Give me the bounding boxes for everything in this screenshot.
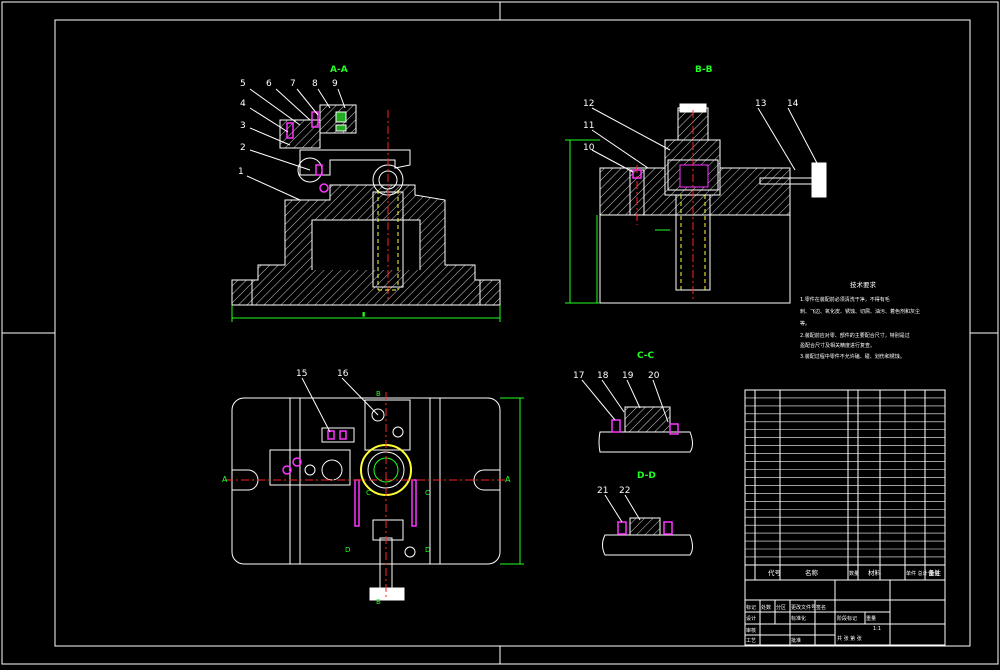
part-label-11: 11: [583, 121, 594, 131]
section-label-dd: D-D: [637, 471, 656, 481]
tech-req-line-6: 3.装配过程中零件不允许磕、碰、划伤和锈蚀。: [800, 353, 905, 360]
cut-marker-d-right: D: [425, 546, 430, 554]
technical-requirements: 技术要求 1.零件在装配前必须清洗干净，不得有毛 刺、飞边、氧化皮、锈蚀、切屑、…: [800, 280, 920, 360]
tech-req-line-3: 等。: [800, 320, 810, 327]
part-label-4: 4: [240, 99, 246, 109]
cut-marker-b-bottom: B: [376, 598, 381, 606]
tb-scale-value: 1:1: [873, 626, 881, 632]
part-label-6: 6: [266, 79, 272, 89]
bom-header-notes: 备注: [928, 568, 942, 577]
tech-req-line-5: 盈配合尺寸及相关精度进行复查。: [800, 342, 875, 349]
cut-marker-a-left: A: [222, 475, 228, 484]
section-label-cc: C-C: [637, 351, 655, 361]
tech-req-line-4: 2.装配前应对零、部件的主要配合尺寸，特别是过: [800, 332, 910, 339]
dim-aa-width: ▮: [362, 311, 365, 318]
tech-req-line-2: 刺、飞边、氧化皮、锈蚀、切屑、油污、着色剂和灰尘: [800, 308, 920, 315]
cut-marker-c-right: C: [425, 489, 430, 497]
part-label-8: 8: [312, 79, 318, 89]
tb-count: 处数: [761, 604, 771, 611]
section-label-aa: A-A: [330, 65, 348, 75]
tb-doc: 更改文件号: [791, 604, 816, 611]
part-label-15: 15: [296, 369, 307, 379]
tb-std: 标准化: [791, 615, 806, 622]
tb-review: 审核: [746, 627, 756, 634]
bom-header-code: 代号: [768, 568, 782, 577]
part-label-18: 18: [597, 371, 609, 381]
tb-process: 工艺: [746, 638, 756, 644]
cut-marker-a-right: A: [505, 475, 511, 484]
tb-zone: 分区: [776, 604, 786, 611]
bom-rows: [745, 389, 945, 558]
tb-stage: 阶段标记: [837, 615, 857, 622]
part-label-1: 1: [238, 167, 244, 177]
tb-approve: 批准: [791, 637, 801, 644]
cut-marker-d-left: D: [345, 546, 350, 554]
section-label-bb: B-B: [695, 65, 713, 75]
part-label-14: 14: [787, 99, 799, 109]
part-label-5: 5: [240, 79, 246, 89]
part-label-13: 13: [755, 99, 766, 109]
part-label-22: 22: [619, 486, 630, 496]
part-label-19: 19: [622, 371, 634, 381]
part-label-21: 21: [597, 486, 608, 496]
part-label-3: 3: [240, 121, 246, 131]
plan-view: A A B B C C D D 15 16: [222, 369, 524, 606]
bom-header-material: 材料: [868, 568, 882, 577]
tech-req-line-1: 1.零件在装配前必须清洗干净，不得有毛: [800, 296, 890, 303]
part-label-10: 10: [583, 143, 595, 153]
section-view-aa: A-A ▮: [231, 65, 501, 322]
part-label-12: 12: [583, 99, 594, 109]
tech-req-title: 技术要求: [850, 280, 877, 289]
tb-sign: 签名: [816, 604, 826, 611]
bom-header-name: 名称: [805, 568, 819, 577]
part-label-20: 20: [648, 371, 660, 381]
section-view-dd: D-D 21 22: [597, 471, 693, 556]
tb-weight: 重量: [866, 615, 876, 622]
part-label-16: 16: [337, 369, 349, 379]
tb-mark: 标记: [746, 604, 756, 611]
part-label-9: 9: [332, 79, 338, 89]
section-view-cc: C-C 17 18 19 20: [573, 351, 693, 453]
part-label-17: 17: [573, 371, 584, 381]
tb-sheets: 共 张 第 张: [837, 635, 862, 642]
cut-marker-b-top: B: [376, 390, 381, 398]
cut-marker-c-left: C: [366, 489, 371, 497]
bom-header-qty: 数量: [849, 570, 859, 577]
section-view-bb: B-B 12 11 10 13 14: [565, 65, 827, 304]
part-label-2: 2: [240, 143, 246, 153]
bom-header-weight: 单件 总计 重量: [906, 570, 939, 577]
tb-design: 设计: [746, 615, 756, 622]
part-label-7: 7: [290, 79, 296, 89]
title-block: 代号 名称 数量 材料 单件 总计 重量 备注 标记 处数 分区 更改文件号 签…: [744, 389, 946, 646]
